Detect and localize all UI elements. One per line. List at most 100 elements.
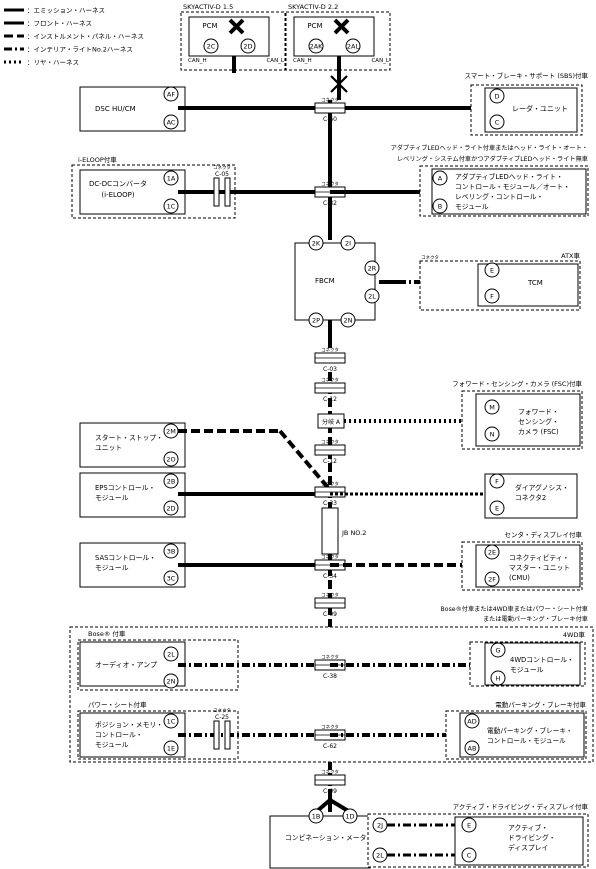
meter-pin <box>308 808 324 824</box>
epb-pin <box>464 740 480 756</box>
connector-c32-id: C-32 <box>323 200 337 207</box>
startstop-label: スタート・ストップ・ <box>95 433 163 442</box>
connector-c12b-id: C-12 <box>323 458 337 465</box>
fbcm-box <box>294 242 376 321</box>
diag-pin-label: E <box>495 505 499 513</box>
connector-c03-id: C-03 <box>323 366 337 373</box>
audio-pin-label: 2L <box>167 651 175 659</box>
add-pin-label: 2J <box>377 822 383 830</box>
headlight-label: コントロール・モジュール／オート・ <box>455 183 570 191</box>
connector-c62-word: コネクタ <box>321 724 339 731</box>
connector-c09b-word: コネクタ <box>321 769 339 776</box>
cmu-pin-label: 2E <box>488 549 496 557</box>
dsc-pin-label: AF <box>167 91 175 99</box>
tcm-condition: ATX車 <box>561 251 580 260</box>
headlight-pin-label: A <box>438 175 443 183</box>
add-label: アクティブ・ <box>508 823 548 832</box>
eps-label: モジュール <box>95 494 129 502</box>
fsc-condition: フォワード・センシング・カメラ (FSC)付車 <box>452 379 582 388</box>
legend-label-0: ：エミッション・ハーネス <box>27 7 105 15</box>
connector-c25-b <box>224 720 231 750</box>
audio-pin <box>163 673 179 689</box>
awd-pin-label: G <box>495 647 500 655</box>
add-pin-label: E <box>467 822 471 830</box>
tcm-pin-label: F <box>490 293 494 301</box>
awd-pin <box>490 642 506 658</box>
dcdc-condition: i-ELOOP付車 <box>78 155 117 164</box>
legend-label-2: ：インストルメント・パネル・ハーネス <box>27 33 144 41</box>
sas-label: モジュール <box>95 564 129 572</box>
fsc-pin-label: N <box>490 431 495 439</box>
pcm-22-pin <box>345 38 361 54</box>
startstop-pin-label: 2O <box>166 456 175 464</box>
headlight-box <box>431 168 587 215</box>
pcm-15-pin-label: 2C <box>207 43 216 51</box>
dcdc-pin-label: 1A <box>167 175 176 183</box>
connector-c05-a <box>213 177 220 207</box>
fbcm-pin <box>364 288 380 304</box>
connector-c12a-word: コネクタ <box>321 377 339 384</box>
pcm-22-x-mark <box>333 18 350 35</box>
add-pin-label: C <box>467 852 472 860</box>
add-label: ドライビング・ <box>508 833 556 842</box>
headlight-label: レベリング・コントロール・ <box>455 192 543 201</box>
dsc-label: DSC HU/CM <box>95 105 136 113</box>
fbcm-pin <box>308 235 324 251</box>
headlight-label: モジュール <box>455 203 489 211</box>
startstop-label: ユニット <box>95 444 122 452</box>
awd-label: モジュール <box>510 666 544 674</box>
connector-c33-word: コネクタ <box>321 481 339 488</box>
fsc-label: カメラ (FSC) <box>518 428 559 436</box>
cmu-condition: センタ・ディスプレイ付車 <box>504 530 582 539</box>
awd-pin <box>490 670 506 686</box>
diag-pin <box>489 473 505 489</box>
eps-pin <box>163 473 179 489</box>
epb-box <box>459 712 585 758</box>
connector-c01-word: コネクタ <box>421 254 439 261</box>
audio-pin-label: 2N <box>167 678 176 686</box>
fsc-label: センシング・ <box>518 417 559 426</box>
add-pin <box>461 817 477 833</box>
connector-c12a-id: C-12 <box>323 396 337 403</box>
connector-c60-word: コネクタ <box>321 97 339 104</box>
pcm-15-can-l: CAN_L <box>266 58 284 64</box>
radar-pin-label: D <box>494 93 499 101</box>
add-label: ディスプレイ <box>508 843 548 852</box>
fbcm-pin <box>364 260 380 276</box>
connector-c38-id: C-38 <box>323 673 337 680</box>
fsc-pin <box>484 399 500 415</box>
add-pin <box>461 847 477 863</box>
connector-c03-word: コネクタ <box>321 347 339 354</box>
audio-condition: Bose® 付車 <box>88 629 126 638</box>
connector-c34-id: C-34 <box>323 573 337 580</box>
pcm-15-variant-label: SKYACTIV-D 1.5 <box>183 3 233 11</box>
fbcm-label: FBCM <box>315 277 335 285</box>
fbcm-pin <box>308 312 324 328</box>
fbcm-pin-label: 2P <box>312 317 320 325</box>
radar-pin <box>489 114 505 130</box>
connector-c12b-word: コネクタ <box>321 439 339 446</box>
meter-pin-label: 1D <box>345 813 354 821</box>
pcm-22-variant-label: SKYACTIV-D 2.2 <box>288 3 338 11</box>
epb-label: 電動パーキング・ブレーキ・ <box>487 726 573 735</box>
headlight-label: アダプティブLEDヘッド・ライト・ <box>455 172 563 181</box>
eps-pin-label: 2D <box>166 505 175 513</box>
seat-label: コントロール・ <box>95 731 143 739</box>
pcm-22-box <box>293 16 375 57</box>
pcm-15-pin-label: 2D <box>243 43 252 51</box>
legend-label-3: ：インテリア・ライトNo.2ハーネス <box>27 46 133 54</box>
pcm-22-pin-label: 2AK <box>310 43 324 51</box>
radar-pin-label: C <box>495 119 500 127</box>
pcm-22-can-h: CAN_H <box>293 58 312 64</box>
eps-pin-label: 2B <box>167 478 176 486</box>
pcm-15-label: PCM <box>202 22 217 30</box>
fbcm-pin-label: 2R <box>368 265 377 273</box>
fsc-label: フォワード・ <box>518 408 559 416</box>
meter-pin-label: 1B <box>312 813 321 821</box>
tcm-pin-label: E <box>490 267 494 275</box>
eps-label: EPSコントロール・ <box>95 484 155 492</box>
meter-label: コンビネーション・メータ <box>285 833 366 842</box>
pcm-22-can-l: CAN_L <box>371 58 389 64</box>
sas-pin-label: 3C <box>167 575 176 583</box>
